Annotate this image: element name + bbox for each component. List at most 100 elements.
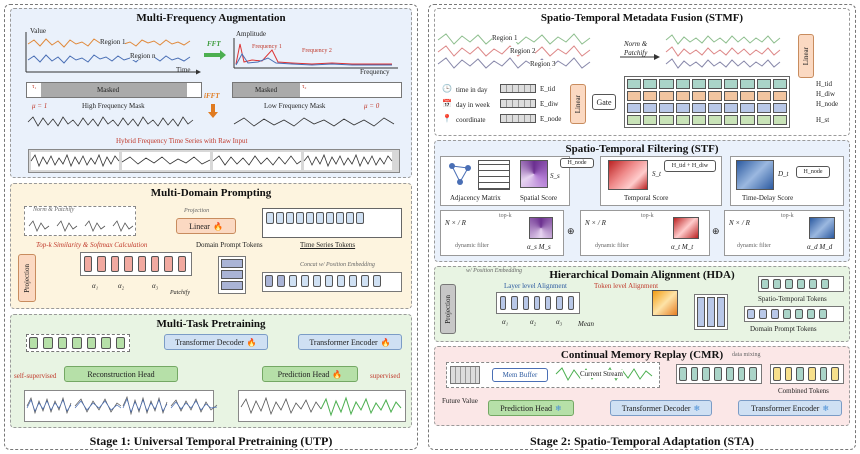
time-in-day: time in day: [456, 86, 488, 94]
mdp-norm-box: Norm & Patchify: [24, 206, 136, 236]
mtp-output-tokens: [26, 334, 130, 352]
out-token: [29, 337, 39, 349]
hda-token: [511, 296, 518, 310]
mdp-patchify: Patchify: [170, 290, 190, 296]
cmr-pred-head: Prediction Head❄: [488, 400, 574, 416]
plus-2: ⊕: [712, 226, 720, 236]
ts-token: [296, 212, 304, 224]
st-token: [773, 279, 781, 289]
emb-bar-diw: [500, 99, 536, 108]
topk-t: top-k: [641, 213, 654, 219]
combined-token: [796, 367, 805, 381]
stmf-region3: Region 3: [530, 60, 556, 68]
self-supervised-label: self-supervised: [14, 372, 57, 380]
combined-token: [784, 367, 793, 381]
ifft-arrow: [208, 104, 218, 118]
hda-dp-tokens: [744, 306, 844, 322]
concat-tokens: [262, 272, 402, 292]
out-token: [72, 337, 82, 349]
hda-title: Hierarchical Domain Alignment (HDA): [549, 269, 735, 281]
ts-token: [316, 212, 324, 224]
low-mask-label: Low Frequency Mask: [264, 102, 326, 110]
mem-buffer-stack: [450, 366, 480, 384]
stmf-gate: Gate: [592, 94, 616, 110]
spatial-score-label: Spatial Score: [520, 194, 558, 202]
s-t: S_t: [652, 170, 661, 178]
cmr-stream-box: [446, 362, 660, 388]
mdp-norm-label: Norm & Patchify: [33, 207, 75, 213]
cmr-decoder-label: Transformer Decoder: [621, 403, 691, 413]
amplitude-label: Amplitude: [236, 30, 266, 38]
hda-token: [522, 296, 529, 310]
mtp-title: Multi-Task Pretraining: [156, 318, 266, 330]
mdp-linear-label: Linear: [189, 221, 210, 231]
dp-token: [807, 309, 815, 319]
hybrid-wave-4: [303, 152, 393, 170]
layer-align: Layer level Alignment: [504, 282, 567, 290]
emb-bars: [500, 84, 536, 123]
st-token: [821, 279, 829, 289]
token-align-grid: [652, 290, 678, 316]
time-axis-label: Time: [176, 66, 191, 74]
graph-icon: [449, 163, 471, 185]
concat-token: [313, 275, 321, 287]
hda-projection-label: Projection: [444, 294, 452, 324]
h-node: H_node: [816, 100, 839, 108]
hda-alpha3: α₃: [556, 318, 563, 326]
out-token: [43, 337, 53, 349]
selected-prompt: [221, 259, 243, 268]
stream-token: [702, 367, 711, 381]
low-mask-wave: [233, 117, 395, 127]
concat-token: [265, 275, 273, 287]
concat-token: [277, 275, 285, 287]
mem-buffer: Mem Buffer: [492, 368, 548, 382]
mdp-alpha1: α₁: [92, 282, 99, 290]
snowflake-icon: ❄: [822, 403, 830, 413]
mdp-projection-label: Projection: [184, 208, 210, 214]
fft-label: FFT: [207, 40, 221, 48]
frac-s: N × / R: [445, 219, 466, 227]
stmf-norm: Norm & Patchify: [624, 40, 648, 58]
current-stream: Current Stream: [580, 370, 623, 378]
prompt-token: [84, 256, 93, 272]
mem-buffer-label: Mem Buffer: [502, 371, 538, 379]
stream-token: [725, 367, 734, 381]
fire-icon: 🔥: [212, 221, 223, 231]
stream-token: [690, 367, 699, 381]
s-s: S_s: [550, 172, 560, 180]
frequency-domain-plot: [233, 38, 398, 69]
stream-token: [737, 367, 746, 381]
h-node-box-label: H_node: [567, 160, 587, 166]
stmf-arrow: [620, 54, 660, 60]
recon-output: [24, 390, 218, 422]
mdp-patches: [28, 220, 134, 232]
concat-token: [337, 275, 345, 287]
st-token: [797, 279, 805, 289]
h-tid-diw-label: H_tid + H_diw: [671, 163, 709, 169]
regionn-label: Region n: [130, 52, 156, 60]
ts-token: [286, 212, 294, 224]
supervised-label: supervised: [370, 372, 400, 380]
time-delay-label: Time-Delay Score: [742, 194, 794, 202]
ts-token: [266, 212, 274, 224]
concat-token: [349, 275, 357, 287]
region1-label: Region 1: [100, 38, 126, 46]
mtp-encoder-label: Transformer Encoder: [309, 337, 378, 347]
mtp-decoder-label: Transformer Decoder: [175, 337, 244, 347]
recon-head-label: Reconstruction Head: [87, 369, 155, 379]
mdp-alpha3: α₃: [152, 282, 159, 290]
mfa-title: Multi-Frequency Augmentation: [136, 12, 286, 24]
cmr-title: Continual Memory Replay (CMR): [560, 349, 724, 361]
combined-token: [808, 367, 816, 381]
calendar-icon: 📅: [442, 99, 452, 108]
mdp-selected-prompts: [218, 256, 246, 294]
frac-t: N × / R: [585, 219, 606, 227]
concat-token: [361, 275, 369, 287]
fft-arrow: [204, 50, 226, 60]
e-diw: E_diw: [540, 100, 559, 108]
ts-token: [346, 212, 354, 224]
stmf-region2: Region 2: [510, 47, 536, 55]
topk-label: Top-k Similarity & Softmax Calculation: [36, 241, 148, 249]
mdp-alpha2: α₂: [118, 282, 125, 290]
h-node-box2-label: H_node: [803, 169, 823, 175]
